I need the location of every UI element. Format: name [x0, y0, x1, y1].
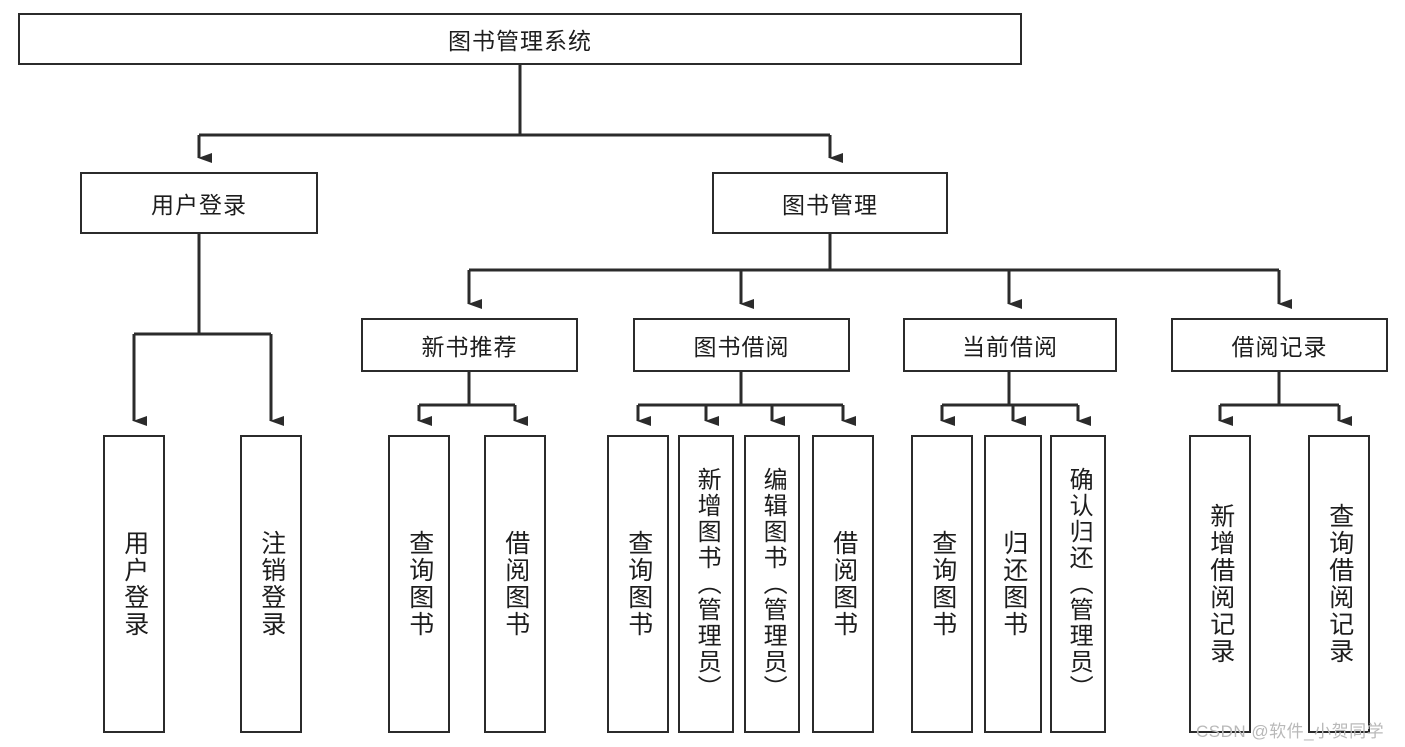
- leaf-query-book-borrow-label: 查询图书: [624, 530, 653, 638]
- leaf-borrow-book-label: 借阅图书: [829, 530, 858, 638]
- leaf-borrow-book-rec-label: 借阅图书: [501, 530, 530, 638]
- leaf-query-book-rec[interactable]: 查询图书: [388, 435, 450, 733]
- leaf-add-book-label: 新增图书（管理员）: [693, 467, 721, 701]
- node-root[interactable]: 图书管理系统: [18, 13, 1022, 65]
- node-borrow-record[interactable]: 借阅记录: [1171, 318, 1388, 372]
- node-new-book-recommend-label: 新书推荐: [421, 334, 518, 360]
- leaf-return-book[interactable]: 归还图书: [984, 435, 1042, 733]
- leaf-return-book-label: 归还图书: [999, 530, 1028, 638]
- node-current-borrow-label: 当前借阅: [962, 334, 1058, 360]
- leaf-edit-book[interactable]: 编辑图书（管理员）: [744, 435, 800, 733]
- leaf-logout-label: 注销登录: [257, 530, 286, 638]
- leaf-add-borrow-record[interactable]: 新增借阅记录: [1189, 435, 1251, 733]
- node-user-login[interactable]: 用户登录: [80, 172, 318, 234]
- node-borrow-record-label: 借阅记录: [1231, 334, 1328, 360]
- leaf-query-borrow-record[interactable]: 查询借阅记录: [1308, 435, 1370, 733]
- node-book-manage-label: 图书管理: [782, 192, 878, 218]
- node-current-borrow[interactable]: 当前借阅: [903, 318, 1117, 372]
- leaf-confirm-return-label: 确认归还（管理员）: [1065, 467, 1093, 701]
- node-user-login-label: 用户登录: [151, 192, 247, 218]
- node-new-book-recommend[interactable]: 新书推荐: [361, 318, 578, 372]
- leaf-edit-book-label: 编辑图书（管理员）: [759, 467, 787, 701]
- node-book-borrow-label: 图书借阅: [693, 334, 790, 360]
- leaf-confirm-return[interactable]: 确认归还（管理员）: [1050, 435, 1106, 733]
- leaf-query-book-rec-label: 查询图书: [405, 530, 434, 638]
- leaf-query-book-borrow[interactable]: 查询图书: [607, 435, 669, 733]
- leaf-borrow-book-rec[interactable]: 借阅图书: [484, 435, 546, 733]
- leaf-borrow-book[interactable]: 借阅图书: [812, 435, 874, 733]
- leaf-add-book[interactable]: 新增图书（管理员）: [678, 435, 734, 733]
- leaf-query-book-cur-label: 查询图书: [928, 530, 957, 638]
- node-root-label: 图书管理系统: [448, 28, 592, 54]
- csdn-watermark: CSDN @软件_小贺同学: [1196, 722, 1385, 741]
- leaf-query-borrow-record-label: 查询借阅记录: [1325, 503, 1354, 665]
- node-book-borrow[interactable]: 图书借阅: [633, 318, 850, 372]
- leaf-add-borrow-record-label: 新增借阅记录: [1206, 503, 1235, 665]
- leaf-logout[interactable]: 注销登录: [240, 435, 302, 733]
- leaf-user-login-label: 用户登录: [120, 530, 149, 638]
- leaf-query-book-cur[interactable]: 查询图书: [911, 435, 973, 733]
- leaf-user-login[interactable]: 用户登录: [103, 435, 165, 733]
- node-book-manage[interactable]: 图书管理: [712, 172, 948, 234]
